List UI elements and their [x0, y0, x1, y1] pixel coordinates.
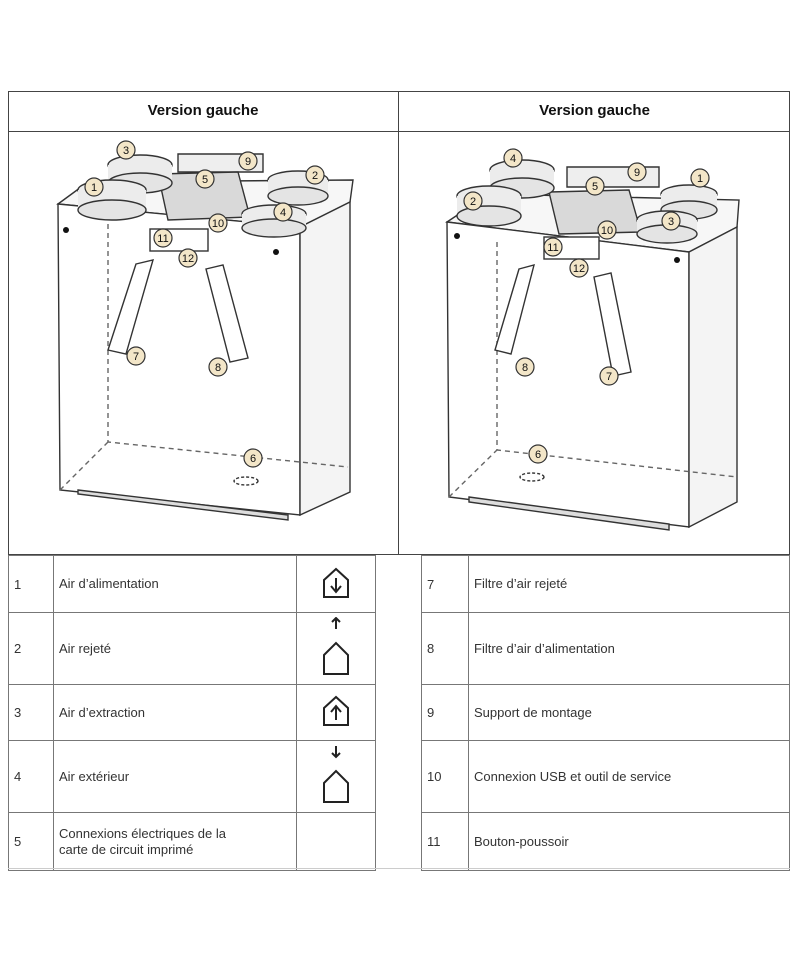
table-row: 11 Bouton-poussoir: [421, 812, 790, 871]
callout-11: 11: [547, 242, 558, 254]
callout-6: 6: [250, 453, 256, 465]
callout-11: 11: [157, 233, 168, 245]
callout-9: 9: [634, 167, 640, 179]
table-row: 5 Connexions électriques de la carte de …: [8, 812, 376, 871]
row-label-line2: carte de circuit imprimé: [59, 841, 194, 857]
table-row: 4 Air extérieur: [8, 740, 376, 813]
callout-2: 2: [470, 196, 476, 208]
row-number: 7: [421, 555, 469, 613]
callout-10: 10: [601, 225, 613, 237]
row-number: 3: [8, 684, 54, 741]
row-number: 11: [421, 812, 469, 871]
row-number: 5: [8, 812, 54, 871]
callout-3: 3: [668, 216, 674, 228]
callout-10: 10: [212, 218, 224, 230]
right-panel-title: Version gauche: [539, 102, 650, 119]
row-label: Filtre d’air d’alimentation: [468, 612, 790, 685]
right-unit-diagram: 1 2 3 4 5 6 7 8 9 10 11 12: [445, 148, 740, 531]
header-divider: [8, 131, 790, 132]
row-label: Filtre d’air rejeté: [468, 555, 790, 613]
house-arrow-up-above-icon: [296, 612, 376, 685]
row-number: 10: [421, 740, 469, 813]
left-unit-diagram: 1 2 3 4 5 6 7 8 9 10 11 12: [56, 140, 354, 521]
table-row: 8 Filtre d’air d’alimentation: [421, 612, 790, 685]
row-label: Air d’extraction: [53, 684, 297, 741]
callout-1: 1: [697, 173, 703, 185]
table-row: 3 Air d’extraction: [8, 684, 376, 741]
row-label: Bouton-poussoir: [468, 812, 790, 871]
row-label: Connexions électriques de la carte de ci…: [53, 812, 297, 871]
house-arrow-down-inside-icon: [296, 555, 376, 613]
callout-8: 8: [522, 362, 528, 374]
callout-5: 5: [592, 181, 598, 193]
row-number: 2: [8, 612, 54, 685]
row-label: Air d’alimentation: [53, 555, 297, 613]
callout-7: 7: [133, 351, 139, 363]
table-row: 9 Support de montage: [421, 684, 790, 741]
callout-12: 12: [182, 253, 194, 265]
panel-divider: [398, 91, 399, 555]
table-row: 7 Filtre d’air rejeté: [421, 555, 790, 613]
left-panel-title: Version gauche: [147, 102, 259, 119]
callout-6: 6: [535, 449, 541, 461]
diagram-frame: [8, 91, 790, 555]
callout-12: 12: [573, 263, 585, 275]
house-arrow-up-inside-icon: [296, 684, 376, 741]
row-label: Air rejeté: [53, 612, 297, 685]
row-number: 4: [8, 740, 54, 813]
empty-icon-cell: [296, 812, 376, 871]
row-label-line1: Connexions électriques de la: [59, 825, 226, 841]
legend-table-right: 7 Filtre d’air rejeté 8 Filtre d’air d’a…: [421, 555, 790, 871]
callout-5: 5: [202, 174, 208, 186]
callout-1: 1: [91, 182, 97, 194]
table-row: 2 Air rejeté: [8, 612, 376, 685]
row-label: Air extérieur: [53, 740, 297, 813]
row-number: 9: [421, 684, 469, 741]
house-arrow-down-above-icon: [296, 740, 376, 813]
callout-8: 8: [215, 362, 221, 374]
table-row: 10 Connexion USB et outil de service: [421, 740, 790, 813]
row-label: Support de montage: [468, 684, 790, 741]
legend-table-left: 1 Air d’alimentation 2 Air rejeté 3 Air …: [8, 555, 376, 871]
row-label: Connexion USB et outil de service: [468, 740, 790, 813]
table-row: 1 Air d’alimentation: [8, 555, 376, 613]
row-number: 1: [8, 555, 54, 613]
callout-7: 7: [606, 371, 612, 383]
row-number: 8: [421, 612, 469, 685]
callout-9: 9: [245, 156, 251, 168]
callout-4: 4: [280, 207, 286, 219]
callout-2: 2: [312, 170, 318, 182]
callout-3: 3: [123, 145, 129, 157]
page-bottom-rule: [8, 868, 790, 869]
callout-4: 4: [510, 153, 516, 165]
